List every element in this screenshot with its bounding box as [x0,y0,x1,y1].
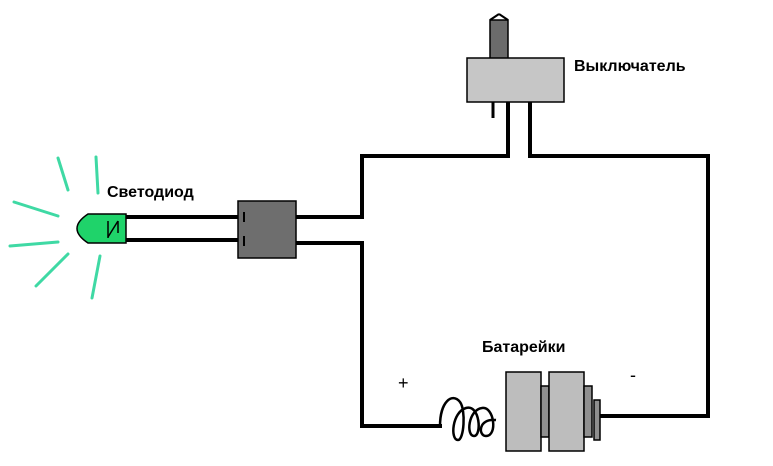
switch [466,13,565,118]
led-ray [56,156,70,192]
connector [237,200,297,259]
minus-sign: - [630,365,636,385]
battery-cell [548,371,585,452]
switch-body [466,57,565,103]
led-ray [34,252,70,288]
connector-body [237,200,297,259]
battery-minus-contact [593,399,601,441]
led-inner-line [107,220,119,238]
wires [126,100,710,428]
led-body [76,213,127,244]
minus-contact-plate [593,399,601,441]
battery-cell [505,371,542,452]
battery-cell-cap [583,385,593,438]
wire-connector-top-to-switch [295,100,510,219]
wire-switch-to-battery-minus [528,100,710,418]
switch-lever [489,19,509,60]
led-ray [12,200,60,218]
led-ray [90,254,102,300]
plus-sign: + [398,373,409,393]
led-label: Светодиод [107,184,194,201]
led-light-rays [8,155,102,300]
led-ray [94,155,100,195]
battery-spring [438,396,497,442]
battery-cell-cap [540,385,550,438]
switch-lever-tip [489,13,500,21]
switch-label: Выключатель [574,58,686,75]
batteries-label: Батарейки [482,339,565,356]
wire-connector-bottom-to-battery-plus [295,241,442,428]
led [76,213,127,244]
led-ray [8,240,60,248]
switch-lever-tip [498,13,509,21]
batteries [505,371,593,452]
